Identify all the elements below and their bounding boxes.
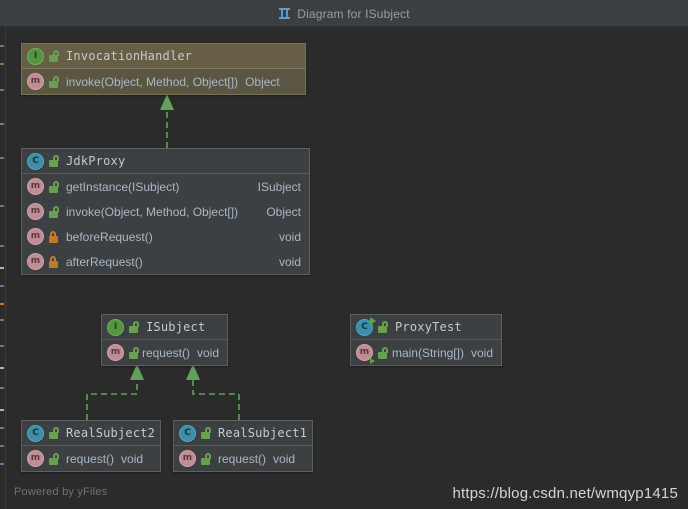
node-members: m main(String[]) void — [351, 340, 501, 365]
method-icon: m — [179, 450, 196, 467]
node-title: RealSubject2 — [66, 426, 156, 440]
uml-node-jdkproxy[interactable]: C JdkProxy m getInstance(ISubject) ISubj… — [21, 148, 310, 275]
method-runnable-icon: m — [356, 344, 375, 364]
class-icon: C — [27, 424, 44, 442]
member-row[interactable]: m beforeRequest() void — [22, 224, 309, 249]
node-members: m getInstance(ISubject) ISubject m in — [22, 174, 309, 274]
watermark-url: https://blog.csdn.net/wmqyp1415 — [452, 485, 678, 502]
member-type: void — [196, 345, 219, 360]
diagram-icon — [278, 7, 291, 20]
lock-open-icon — [378, 321, 389, 333]
node-header[interactable]: I InvocationHandler — [22, 44, 305, 69]
node-header[interactable]: C RealSubject1 — [174, 421, 312, 446]
run-arrow-icon — [370, 316, 376, 325]
window-title: Diagram for ISubject — [297, 6, 410, 21]
method-icon: m — [27, 253, 44, 270]
edge-realsubject2-to-isubject — [86, 364, 144, 420]
member-type: Object — [245, 74, 280, 89]
member-name: beforeRequest() — [66, 229, 153, 244]
lock-open-icon — [49, 75, 60, 88]
member-name: request() — [66, 451, 115, 466]
node-header[interactable]: C JdkProxy — [22, 149, 309, 174]
method-icon: m — [27, 203, 44, 220]
member-type: void — [273, 451, 296, 466]
lock-open-icon — [49, 205, 60, 218]
member-name: invoke(Object, Method, Object[]) — [66, 204, 239, 219]
node-members: m invoke(Object, Method, Object[]) Objec… — [22, 69, 305, 94]
lock-open-icon — [49, 155, 60, 167]
uml-node-isubject[interactable]: I ISubject m request() void — [101, 314, 228, 366]
uml-node-proxytest[interactable]: C ProxyTest m main(String[]) — [350, 314, 502, 366]
node-title: RealSubject1 — [218, 426, 308, 440]
node-title: ProxyTest — [395, 320, 462, 334]
edge-jdkproxy-to-invocationhandler — [160, 94, 174, 148]
member-row[interactable]: m request() void — [22, 446, 160, 471]
member-row[interactable]: m getInstance(ISubject) ISubject — [22, 174, 309, 199]
lock-open-icon — [201, 427, 212, 439]
uml-node-realsubject2[interactable]: C RealSubject2 m request() void — [21, 420, 161, 472]
diagram-canvas[interactable]: I InvocationHandler m invoke(Object, Met… — [7, 28, 688, 509]
method-icon: m — [107, 344, 124, 361]
method-icon: m — [27, 228, 44, 245]
node-title: JdkProxy — [66, 154, 126, 168]
edge-realsubject1-to-isubject — [186, 364, 240, 420]
member-type: Object — [266, 204, 301, 219]
window-titlebar: Diagram for ISubject — [0, 0, 688, 27]
interface-icon: I — [27, 47, 44, 65]
uml-node-invocationhandler[interactable]: I InvocationHandler m invoke(Object, Met… — [21, 43, 306, 95]
lock-open-icon — [129, 321, 140, 333]
class-runnable-icon: C — [356, 316, 376, 336]
run-arrow-icon — [370, 358, 375, 364]
method-icon: m — [27, 73, 44, 90]
member-row[interactable]: m main(String[]) void — [351, 340, 501, 365]
member-name: afterRequest() — [66, 254, 143, 269]
lock-open-icon — [378, 346, 388, 359]
node-header[interactable]: C RealSubject2 — [22, 421, 160, 446]
lock-open-icon — [49, 452, 60, 465]
lock-open-icon — [49, 180, 60, 193]
member-row[interactable]: m invoke(Object, Method, Object[]) Objec… — [22, 199, 309, 224]
node-members: m request() void — [174, 446, 312, 471]
lock-open-icon — [201, 452, 212, 465]
member-name: getInstance(ISubject) — [66, 179, 180, 194]
node-header[interactable]: C ProxyTest — [351, 315, 501, 340]
lock-open-icon — [49, 50, 60, 62]
uml-node-realsubject1[interactable]: C RealSubject1 m request() void — [173, 420, 313, 472]
class-icon: C — [27, 152, 44, 170]
member-name: request() — [141, 345, 190, 360]
node-members: m request() void — [22, 446, 160, 471]
lock-closed-icon — [49, 255, 60, 268]
method-icon: m — [27, 178, 44, 195]
member-row[interactable]: m request() void — [174, 446, 312, 471]
member-row[interactable]: m request() void — [102, 340, 227, 365]
node-title: InvocationHandler — [66, 49, 193, 63]
node-header[interactable]: I ISubject — [102, 315, 227, 340]
powered-by-label: Powered by yFiles — [14, 486, 108, 498]
interface-icon: I — [107, 318, 124, 336]
node-members: m request() void — [102, 340, 227, 365]
member-type: void — [121, 451, 144, 466]
member-name: main(String[]) — [391, 345, 464, 360]
lock-open-icon — [49, 427, 60, 439]
member-type: void — [278, 229, 301, 244]
lock-open-icon — [129, 346, 139, 359]
member-type: void — [470, 345, 493, 360]
class-icon: C — [179, 424, 196, 442]
member-type: void — [278, 254, 301, 269]
member-row[interactable]: m invoke(Object, Method, Object[]) Objec… — [22, 69, 305, 94]
member-name: request() — [218, 451, 267, 466]
member-row[interactable]: m afterRequest() void — [22, 249, 309, 274]
window-toolbar — [0, 0, 688, 27]
editor-gutter-sliver — [0, 27, 6, 509]
method-icon: m — [27, 450, 44, 467]
node-title: ISubject — [146, 320, 206, 334]
member-type: ISubject — [257, 179, 301, 194]
member-name: invoke(Object, Method, Object[]) — [66, 74, 239, 89]
lock-closed-icon — [49, 230, 60, 243]
